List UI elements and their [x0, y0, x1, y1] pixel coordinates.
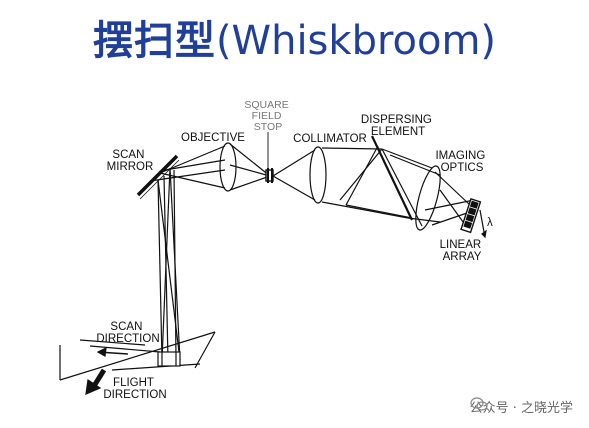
watermark: 公众号 · 之晓光学	[470, 397, 573, 416]
imaging-optics-lens	[415, 165, 441, 231]
ground-ray	[157, 179, 163, 361]
label-collimator: COLLIMATOR	[293, 133, 367, 145]
ray	[339, 148, 383, 201]
ray	[272, 149, 316, 177]
ground-strip	[111, 363, 201, 371]
collimator-lens	[309, 146, 327, 204]
label-scan-direction: SCAN DIRECTION	[96, 321, 159, 345]
label-scan-mirror: SCAN MIRROR	[107, 149, 154, 173]
label-flight-direction: FLIGHT DIRECTION	[103, 377, 166, 401]
label-dispersing-element: DISPERSING ELEMENT	[361, 114, 435, 138]
label-linear-array: LINEAR ARRAY	[440, 239, 485, 263]
label-square-field-stop: SQUARE FIELD STOP	[244, 99, 291, 133]
ray	[321, 201, 409, 219]
ray	[321, 147, 383, 150]
dispersing-element	[371, 135, 413, 221]
ground-edge	[79, 339, 146, 346]
ray	[431, 211, 471, 226]
lambda-arrow	[479, 209, 485, 233]
grating-ray	[345, 204, 413, 219]
ray	[381, 148, 423, 227]
ground-strip	[89, 345, 161, 353]
ray	[439, 189, 467, 227]
ray	[424, 199, 475, 211]
watermark-text: 公众号 · 之晓光学	[469, 401, 573, 416]
wechat-icon	[469, 397, 488, 411]
flight-direction-arrowhead	[85, 378, 102, 395]
page-title: 摆扫型(Whiskbroom)	[0, 8, 589, 66]
ray	[229, 175, 271, 191]
ray	[229, 164, 271, 177]
ground-ray	[173, 169, 177, 361]
ray	[434, 171, 471, 206]
lambda-arrowhead	[481, 229, 487, 239]
label-objective: OBJECTIVE	[181, 132, 245, 144]
ground-edge	[59, 331, 216, 381]
title-paren: (Whiskbroom)	[215, 18, 497, 64]
ground-edge	[194, 331, 216, 369]
ray	[407, 217, 441, 223]
label-imaging-optics: IMAGING OPTICS	[435, 150, 488, 174]
linear-array	[460, 197, 482, 234]
label-lambda: λ	[487, 217, 493, 229]
ray	[381, 148, 433, 169]
ray	[272, 175, 316, 201]
ground-ray	[163, 175, 169, 361]
scan-direction-arrowhead	[96, 346, 107, 357]
ground-pixel	[157, 351, 181, 367]
ray	[149, 169, 226, 182]
ground-ray	[157, 179, 181, 361]
ray	[164, 159, 226, 171]
objective-lens	[219, 142, 237, 192]
ray	[229, 143, 271, 177]
ray	[389, 154, 441, 176]
scan-mirror	[136, 154, 179, 197]
flight-direction-arrow	[91, 368, 107, 388]
grating-ray	[345, 145, 379, 206]
title-main: 摆扫型	[92, 18, 216, 64]
